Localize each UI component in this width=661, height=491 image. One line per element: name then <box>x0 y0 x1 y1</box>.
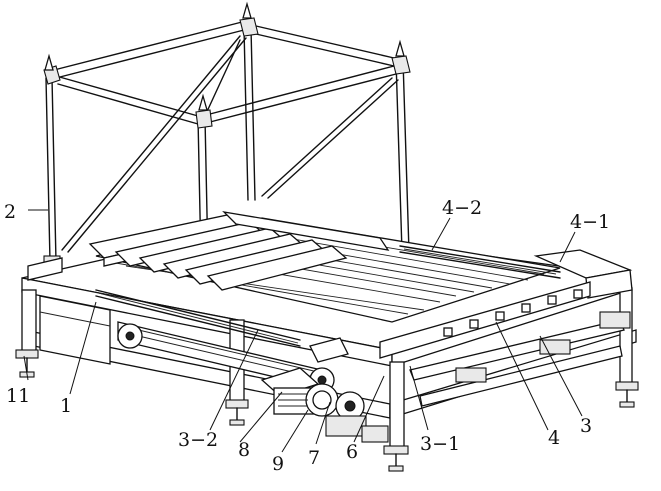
label-4: 4 <box>548 427 560 449</box>
slide-frame <box>379 249 633 407</box>
label-9: 9 <box>272 453 284 475</box>
label-7: 7 <box>308 447 320 469</box>
part-labels: 2 4−2 4−1 11 1 3−2 8 9 7 6 3−1 4 3 <box>4 197 610 475</box>
label-11: 11 <box>6 385 30 407</box>
label-1: 1 <box>60 395 72 417</box>
slat-platform <box>88 211 561 323</box>
label-8: 8 <box>238 439 250 461</box>
label-3: 3 <box>580 415 592 437</box>
label-3-1: 3−1 <box>420 433 460 455</box>
label-2: 2 <box>4 201 16 223</box>
leader-lines <box>23 209 583 453</box>
left-end-cap <box>27 257 349 363</box>
label-3-2: 3−2 <box>178 429 218 451</box>
overhead-truss <box>43 1 415 317</box>
label-4-1: 4−1 <box>570 211 610 233</box>
chain-drive <box>117 321 389 443</box>
label-4-2: 4−2 <box>442 197 482 219</box>
label-6: 6 <box>346 441 358 463</box>
